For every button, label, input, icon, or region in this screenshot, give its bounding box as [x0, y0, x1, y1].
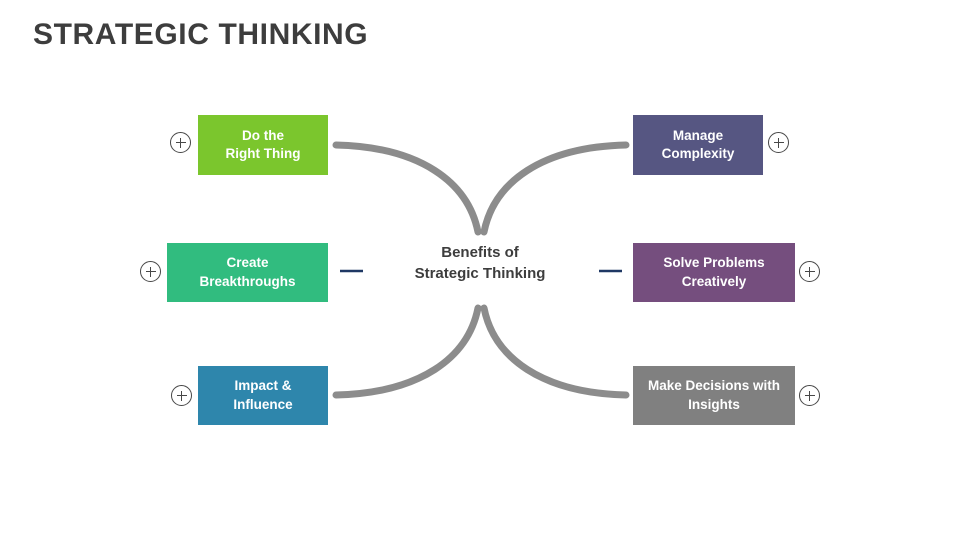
- node-impact-and-influence[interactable]: Impact & Influence: [198, 366, 328, 425]
- plus-circle-icon-impact-and-influence[interactable]: [171, 385, 192, 406]
- node-label-line1: Make Decisions with: [647, 378, 781, 394]
- plus-circle-icon-do-the-right-thing[interactable]: [170, 132, 191, 153]
- node-do-the-right-thing[interactable]: Do the Right Thing: [198, 115, 328, 175]
- node-label-line2: Right Thing: [225, 146, 301, 161]
- node-label-line1: Create: [226, 255, 269, 271]
- arc-bottom-left: [332, 304, 482, 399]
- node-label-line1: Manage: [672, 127, 724, 143]
- arc-bottom-right: [480, 304, 630, 399]
- node-label-line2: Complexity: [661, 146, 735, 161]
- page-title: STRATEGIC THINKING: [33, 18, 368, 52]
- arc-top-left: [332, 141, 482, 236]
- center-label-line2: Strategic Thinking: [414, 265, 546, 283]
- center-node-label: Benefits of Strategic Thinking: [385, 242, 575, 285]
- page-title-text: STRATEGIC THINKING: [33, 18, 369, 51]
- node-label-line2: Creatively: [681, 273, 747, 289]
- center-label-line1: Benefits of: [441, 244, 519, 261]
- node-label-line1: Impact &: [234, 378, 292, 394]
- plus-circle-icon-solve-problems-creatively[interactable]: [799, 261, 820, 282]
- node-label-line1: Do the: [242, 127, 284, 143]
- plus-circle-icon-create-breakthroughs[interactable]: [140, 261, 161, 282]
- plus-circle-icon-make-decisions-with-insights[interactable]: [799, 385, 820, 406]
- node-label-line2: Breakthroughs: [199, 273, 296, 289]
- node-create-breakthroughs[interactable]: Create Breakthroughs: [167, 243, 328, 302]
- node-solve-problems-creatively[interactable]: Solve Problems Creatively: [633, 243, 795, 302]
- node-label-line2: Influence: [233, 396, 293, 412]
- node-label-line1: Solve Problems: [663, 255, 765, 271]
- arc-top-right: [480, 141, 630, 236]
- node-manage-complexity[interactable]: Manage Complexity: [633, 115, 763, 175]
- node-label-line2: Insights: [688, 396, 740, 412]
- plus-circle-icon-manage-complexity[interactable]: [768, 132, 789, 153]
- node-make-decisions-with-insights[interactable]: Make Decisions with Insights: [633, 366, 795, 425]
